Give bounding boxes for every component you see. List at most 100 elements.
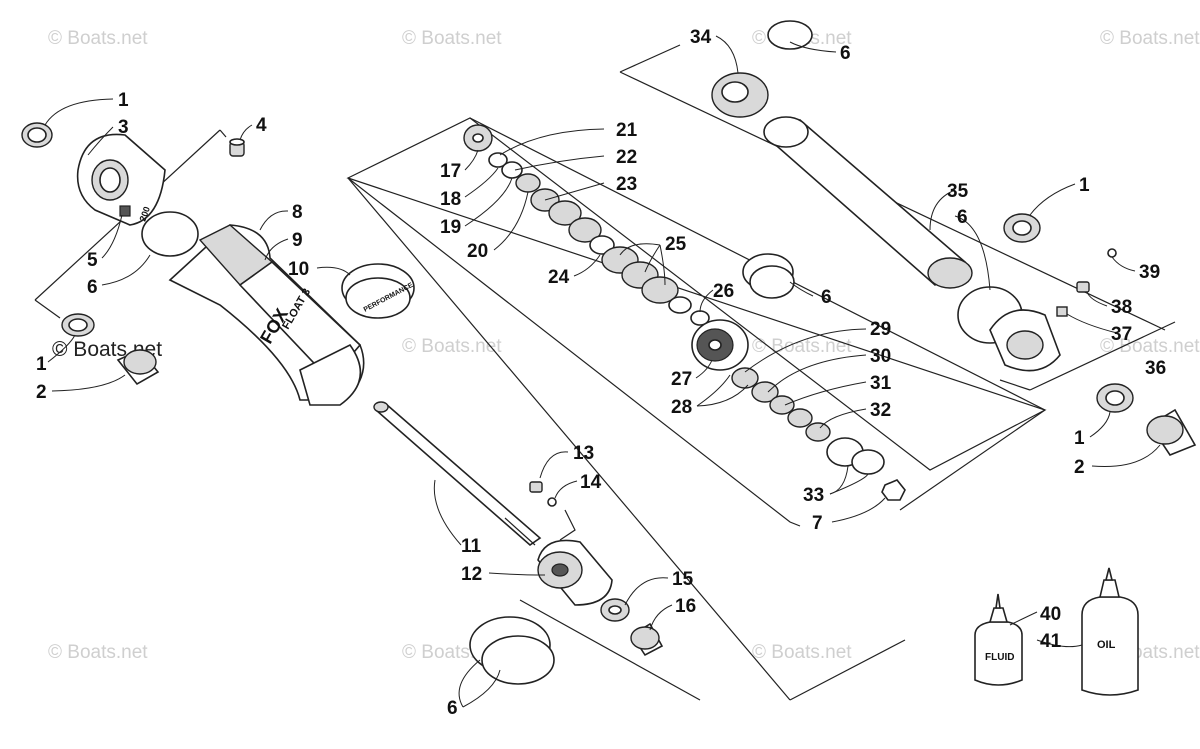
damper-piston-assembly — [537, 539, 613, 606]
eyelet-bushing-left-hole — [68, 318, 88, 332]
eyelet-bushing-top-left — [21, 122, 53, 148]
left-frame-corner — [34, 299, 61, 319]
eyelet-bushing-right-top-hole — [1012, 220, 1032, 236]
right-frame-top — [619, 44, 681, 73]
callout-1: 1 — [1079, 175, 1090, 196]
callout-4: 4 — [256, 115, 267, 136]
callout-6: 6 — [87, 277, 98, 298]
callout-26: 26 — [713, 281, 734, 302]
o-ring — [141, 211, 199, 257]
right-frame-bottom — [1029, 321, 1176, 391]
air-cap-head: 200 — [76, 133, 166, 226]
callout-41: 41 — [1040, 631, 1062, 652]
callout-3: 3 — [118, 117, 129, 138]
callout-8: 8 — [292, 202, 303, 223]
watermark-text: © Boats.net — [1100, 28, 1200, 49]
callout-10: 10 — [288, 259, 309, 280]
watermark-group: © Boats.net © Boats.net © Boats.net © Bo… — [48, 28, 1200, 663]
callout-17: 17 — [440, 161, 461, 182]
callout-37: 37 — [1111, 324, 1132, 345]
watermark-text: © Boats.net — [48, 642, 148, 663]
ball-bearing — [547, 497, 557, 507]
callout-6: 6 — [447, 698, 458, 719]
lower-frame-edge — [519, 599, 701, 701]
callout-33: 33 — [803, 485, 824, 506]
callout-40: 40 — [1040, 604, 1061, 625]
center-frame-top — [346, 117, 1047, 471]
callout-35: 35 — [947, 181, 969, 202]
watermark-text: © Boats.net — [402, 28, 502, 49]
callout-32: 32 — [870, 400, 891, 421]
callout-20: 20 — [467, 241, 488, 262]
shim-stack-lower — [731, 367, 885, 475]
callout-30: 30 — [870, 346, 891, 367]
callout-31: 31 — [870, 373, 892, 394]
callout-18: 18 — [440, 189, 461, 210]
eyelet-sleeve-left — [116, 349, 160, 386]
pressure-label: 200 — [137, 205, 152, 223]
callout-12: 12 — [461, 564, 482, 585]
callout-29: 29 — [870, 319, 891, 340]
watermark-text: © Boats.net — [752, 642, 852, 663]
callout-11: 11 — [461, 536, 482, 557]
callout-15: 15 — [672, 569, 694, 590]
callout-28: 28 — [671, 397, 692, 418]
air-valve-cap — [229, 138, 245, 157]
leader-lines — [44, 35, 1161, 708]
callout-34: 34 — [690, 27, 712, 48]
exploded-view-frames — [34, 44, 1176, 701]
shaft-nut — [881, 479, 906, 501]
callout-21: 21 — [616, 120, 638, 141]
watermark-text: © Boats.net — [48, 28, 148, 49]
valve-core — [1056, 306, 1068, 317]
callout-39: 39 — [1139, 262, 1160, 283]
air-sleeve-body: FOX FLOAT 3 — [168, 224, 365, 406]
left-long-frame — [347, 177, 791, 701]
valve-cap — [1076, 281, 1090, 293]
callout-2: 2 — [1074, 457, 1085, 478]
watermark-text: © Boats.net — [1100, 336, 1200, 357]
damper-shaft — [373, 401, 542, 547]
callout-9: 9 — [292, 230, 303, 251]
callout-23: 23 — [616, 174, 637, 195]
bottom-frame-edge — [789, 639, 906, 701]
callout-7: 7 — [812, 513, 823, 534]
set-screw — [529, 481, 543, 493]
callout-27: 27 — [671, 369, 692, 390]
reservoir-eyelet-head — [957, 286, 1061, 372]
bottom-washers — [600, 598, 664, 657]
callout-labels: 1 3 4 5 6 8 9 10 1 2 13 14 11 12 15 16 6… — [36, 27, 1166, 719]
eyelet-sleeve-right — [1146, 408, 1197, 456]
callout-6: 6 — [821, 287, 832, 308]
callout-1: 1 — [1074, 428, 1085, 449]
callout-14: 14 — [580, 472, 602, 493]
callout-19: 19 — [440, 217, 461, 238]
watermark-text: © Boats.net — [402, 336, 502, 357]
bleed-ball — [1107, 248, 1117, 258]
center-frame-right — [899, 409, 1046, 511]
bottom-wear-bands — [469, 616, 555, 685]
callout-25: 25 — [665, 234, 687, 255]
eyelet-bushing-right-bottom-hole — [1105, 390, 1125, 406]
callout-5: 5 — [87, 250, 98, 271]
watermark-text: © Boats.net — [752, 336, 852, 357]
center-frame-left — [347, 177, 801, 527]
callout-22: 22 — [616, 147, 637, 168]
oil-bottle: OIL — [1081, 567, 1139, 696]
oil-bottle-label: OIL — [1097, 639, 1116, 651]
reservoir-body — [763, 116, 973, 289]
shim-stack-center — [463, 124, 710, 326]
compression-piston — [691, 319, 749, 371]
callout-13: 13 — [573, 443, 594, 464]
callout-38: 38 — [1111, 297, 1132, 318]
performance-sleeve-band: PERFORMANCE — [341, 263, 415, 319]
left-frame-tick — [219, 129, 227, 138]
callout-2: 2 — [36, 382, 47, 403]
reservoir-end-cap — [711, 72, 769, 118]
center-wear-band — [742, 253, 795, 299]
fluid-bottle: FLUID — [974, 593, 1023, 686]
fluid-bottle-label: FLUID — [985, 652, 1014, 663]
callout-16: 16 — [675, 596, 696, 617]
callout-1: 1 — [118, 90, 129, 111]
callout-1: 1 — [36, 354, 47, 375]
